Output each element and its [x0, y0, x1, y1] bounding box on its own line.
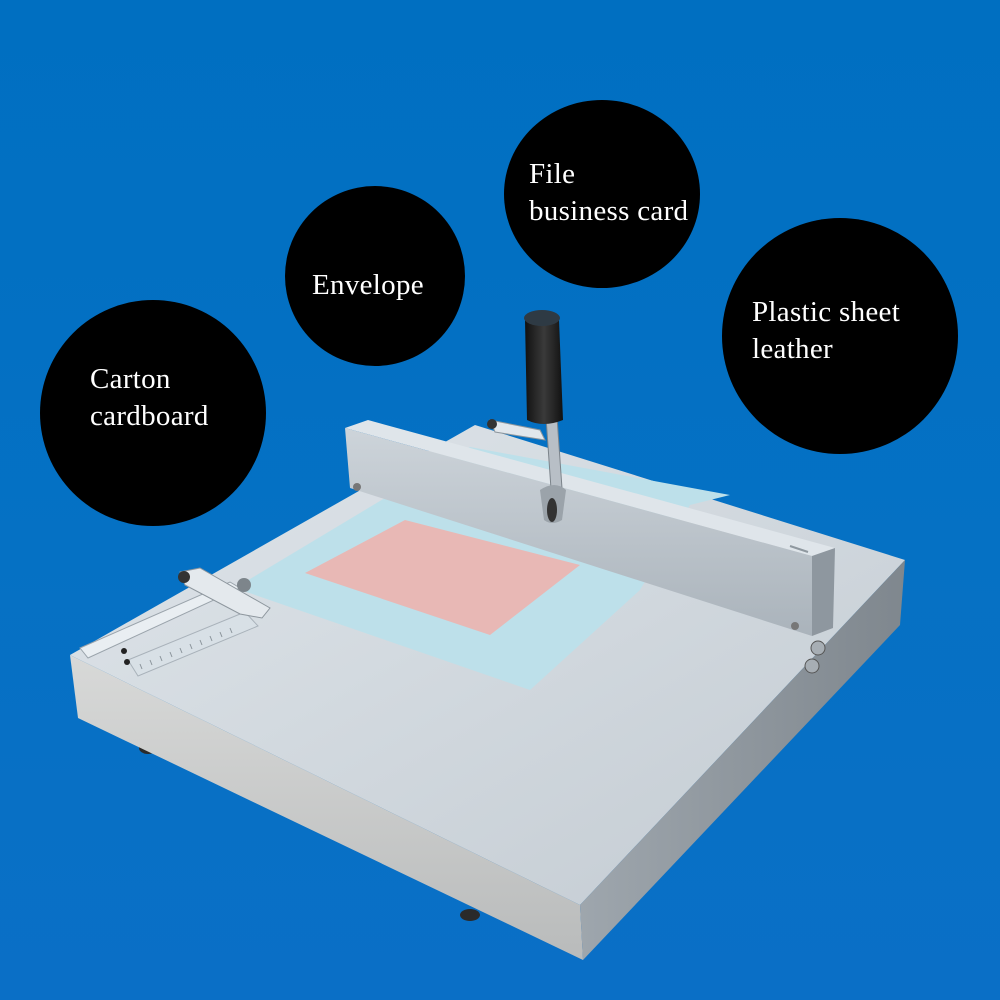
label-bubble-carton: Carton cardboard: [40, 300, 266, 526]
label-text-line: leather: [752, 333, 833, 365]
label-text-line: Plastic sheet: [752, 296, 901, 328]
lever-handle: [524, 310, 566, 523]
ruler-scale: [121, 611, 259, 677]
creasing-bar: [345, 420, 835, 636]
label-text-line: Envelope: [312, 269, 424, 301]
rear-guide-arm: [487, 419, 546, 441]
label-text-line: business card: [529, 195, 689, 227]
label-bubble-envelope: Envelope: [285, 186, 465, 366]
side-guide-stop: [178, 567, 271, 619]
label-bubble-file: File business card: [504, 100, 700, 288]
label-text-line: File: [529, 158, 576, 190]
pink-sheet: [305, 520, 580, 635]
label-text-line: cardboard: [90, 400, 209, 432]
label-bubble-plastic: Plastic sheet leather: [722, 218, 958, 454]
label-text-line: Carton: [90, 363, 171, 395]
base-front-edge: [70, 655, 583, 960]
adjust-knobs: [804, 640, 826, 674]
base-right-edge: [580, 560, 905, 960]
